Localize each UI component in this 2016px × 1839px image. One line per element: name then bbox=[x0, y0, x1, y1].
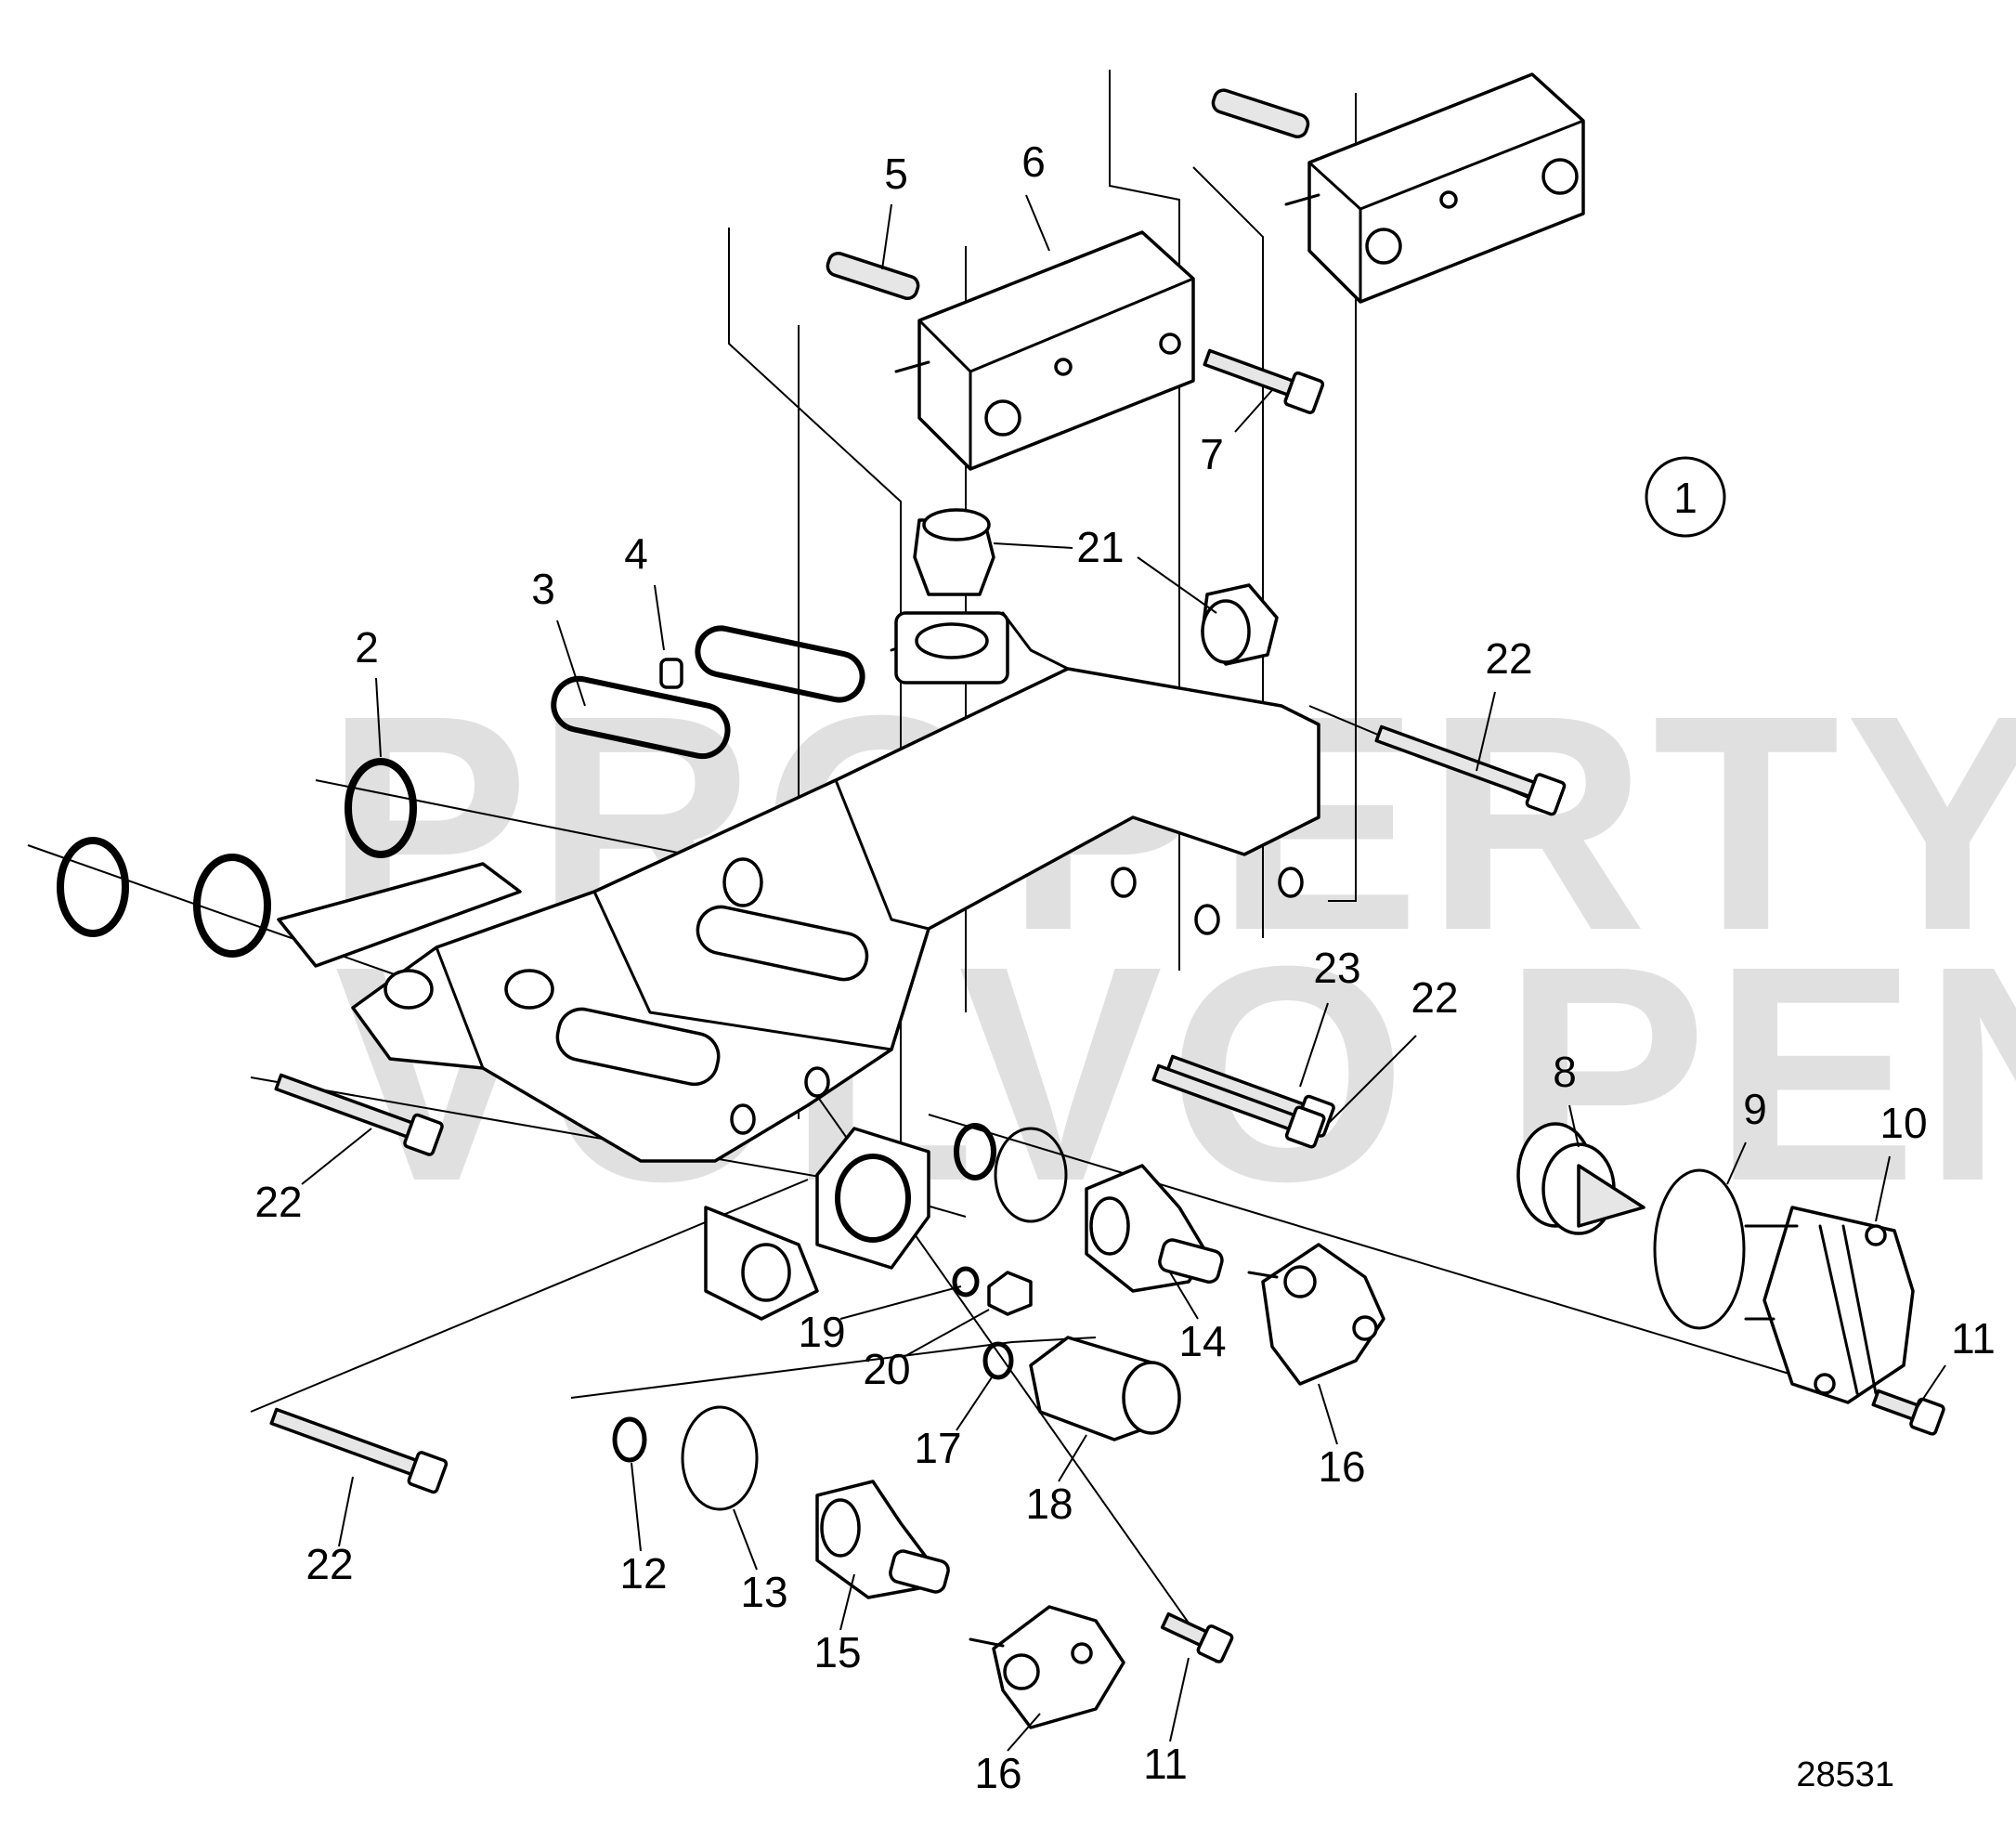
valve-15 bbox=[815, 1480, 950, 1599]
bolt-22-top bbox=[1374, 724, 1567, 816]
cover-16-lower bbox=[969, 1605, 1125, 1729]
callout-22-top: 22 bbox=[1485, 634, 1532, 683]
callout-4: 4 bbox=[624, 529, 648, 578]
stud-spring-parts bbox=[826, 88, 1310, 301]
callout-10: 10 bbox=[1879, 1099, 1927, 1147]
callout-5: 5 bbox=[884, 150, 908, 198]
callout-19: 19 bbox=[798, 1308, 845, 1356]
valve-14 bbox=[1085, 1164, 1224, 1293]
view-number: 1 bbox=[1673, 474, 1697, 522]
bolt-11-bottom bbox=[1160, 1611, 1234, 1663]
cover-10 bbox=[1744, 1206, 1915, 1404]
bolt-7 bbox=[1203, 348, 1325, 414]
callout-17: 17 bbox=[914, 1424, 961, 1472]
bolts bbox=[269, 348, 1945, 1663]
thermostat-8 bbox=[1516, 1122, 1645, 1235]
callout-13: 13 bbox=[740, 1568, 787, 1616]
view-number-badge: 1 bbox=[1645, 456, 1726, 538]
callout-22-left: 22 bbox=[254, 1178, 302, 1226]
callout-22-mid: 22 bbox=[1411, 973, 1458, 1022]
callouts: 2 3 4 5 6 7 21 21 22 23 22 8 9 10 11 22 … bbox=[254, 137, 1995, 1797]
callout-18: 18 bbox=[1025, 1480, 1073, 1528]
callout-22-bottom: 22 bbox=[306, 1540, 353, 1588]
callout-15: 15 bbox=[813, 1628, 861, 1676]
callout-21-a: 21 bbox=[1076, 523, 1124, 571]
callout-12: 12 bbox=[619, 1549, 667, 1598]
callout-8: 8 bbox=[1553, 1048, 1577, 1096]
callout-20: 20 bbox=[863, 1345, 910, 1393]
drawing-number: 28531 bbox=[1796, 1755, 1894, 1794]
bolt-22-bottom bbox=[269, 1407, 449, 1494]
callout-2: 2 bbox=[355, 623, 379, 672]
bolt-22-middle bbox=[1151, 1063, 1326, 1149]
cover-16-upper bbox=[1247, 1243, 1385, 1386]
callout-6: 6 bbox=[1021, 137, 1046, 186]
seals-o-rings bbox=[57, 625, 1746, 1511]
callout-9: 9 bbox=[1743, 1085, 1767, 1133]
callout-11-right: 11 bbox=[1951, 1314, 1996, 1363]
callout-16-lower: 16 bbox=[974, 1749, 1021, 1797]
callout-23: 23 bbox=[1313, 944, 1360, 992]
mounting-bracket-right bbox=[1284, 72, 1585, 304]
callout-3: 3 bbox=[531, 565, 555, 613]
callout-11-bottom: 11 bbox=[1143, 1740, 1188, 1788]
thermostat-housing bbox=[277, 611, 1320, 1321]
bolt-22-left bbox=[274, 1073, 444, 1156]
inlet-flange bbox=[815, 1127, 930, 1270]
union-fittings bbox=[913, 508, 1279, 666]
bolt-11-right bbox=[1871, 1389, 1945, 1436]
mounting-bracket-left bbox=[894, 230, 1195, 471]
callout-14: 14 bbox=[1178, 1317, 1226, 1365]
callout-16-upper: 16 bbox=[1318, 1442, 1365, 1491]
sensor-18 bbox=[1029, 1336, 1181, 1441]
callout-7: 7 bbox=[1200, 430, 1224, 478]
plug-20 bbox=[987, 1271, 1033, 1316]
